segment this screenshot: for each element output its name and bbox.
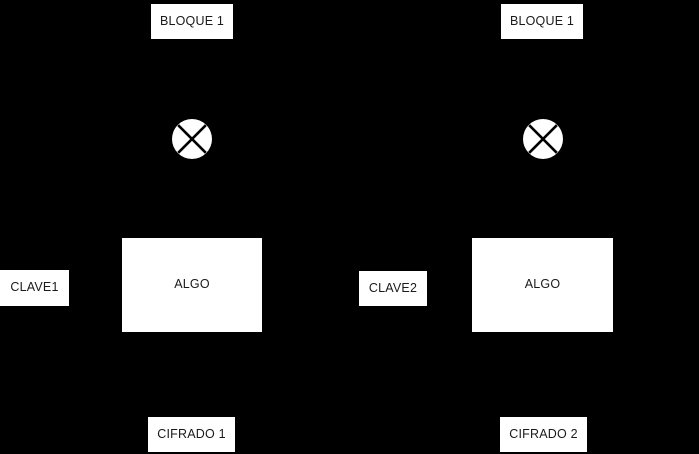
cipher-output-left[interactable]: CIFRADO 1 [148, 417, 235, 452]
xor-circle-icon[interactable] [172, 119, 212, 159]
connector-clave-right-to-algo-right [427, 287, 472, 289]
connector-bloque-left-to-xor-left [191, 39, 193, 119]
key-input-left[interactable]: CLAVE1 [0, 270, 69, 306]
block-input-left[interactable]: BLOQUE 1 [151, 4, 233, 39]
connector-xor-left-to-algo-left [191, 159, 193, 238]
block-input-right[interactable]: BLOQUE 1 [501, 4, 583, 39]
connector-algo-left-to-cifrado-left [191, 332, 193, 417]
connector-bloque-right-to-xor-right [542, 39, 544, 119]
algorithm-block-left[interactable]: ALGO [122, 238, 262, 332]
connector-algo-right-to-cifrado-right [542, 332, 544, 417]
key-input-right[interactable]: CLAVE2 [359, 271, 427, 306]
connector-xor-right-to-algo-right [542, 159, 544, 238]
algorithm-block-right[interactable]: ALGO [472, 238, 613, 332]
connector-clave-left-to-algo-left [69, 287, 122, 289]
cipher-output-right[interactable]: CIFRADO 2 [500, 417, 587, 452]
xor-circle-icon[interactable] [523, 119, 563, 159]
